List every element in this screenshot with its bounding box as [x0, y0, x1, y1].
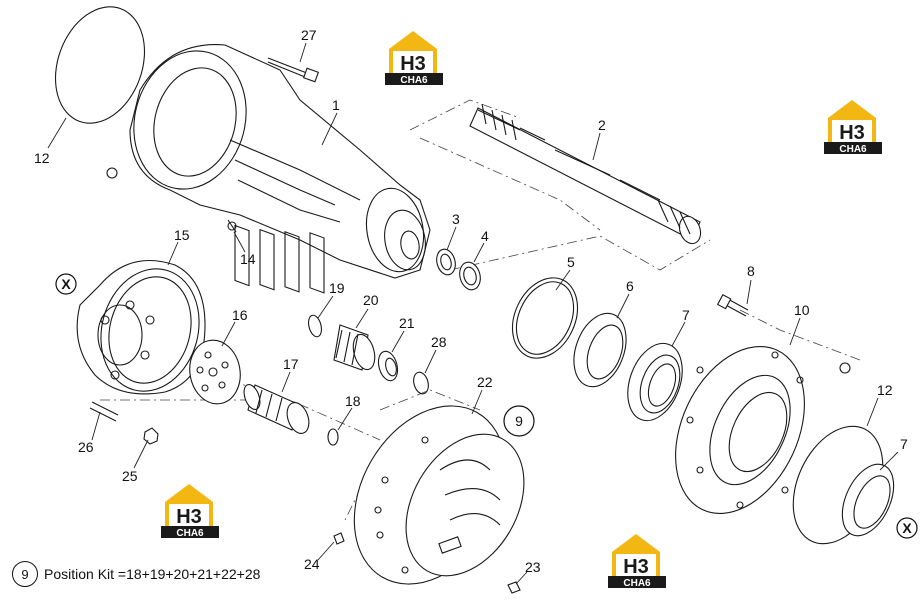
callout-28: 28: [431, 334, 447, 350]
part-3-washer: [436, 248, 456, 276]
watermark-logo: H3 CHA6: [161, 484, 219, 539]
watermark-logo-top-text: H3: [400, 53, 426, 75]
part-7-bearing-right: [841, 463, 895, 537]
part-6-seal: [573, 312, 627, 388]
part-18-washer: [327, 428, 339, 446]
watermark-logo-top-text: H3: [623, 556, 649, 578]
callout-25: 25: [122, 468, 138, 484]
callout-27: 27: [301, 27, 317, 43]
callout-6: 6: [626, 278, 634, 294]
part-1-axle-housing: [129, 43, 431, 294]
kit-description: Position Kit =18+19+20+21+22+28: [44, 566, 261, 582]
watermark-logo-top-text: H3: [839, 122, 865, 144]
callout-24: 24: [304, 556, 320, 572]
callout-10: 10: [794, 302, 810, 318]
callout-20: 20: [363, 292, 379, 308]
watermark-logo-bottom-text: CHA6: [400, 75, 428, 86]
callout-4: 4: [481, 228, 489, 244]
watermark-logo-bottom-text: CHA6: [623, 578, 651, 589]
part-27-bolt: [267, 57, 320, 83]
housing-fasteners: [106, 167, 237, 233]
callout-1: 1: [332, 97, 340, 113]
part-16-carrier-plate: [189, 339, 241, 405]
x-marker-right-text: X: [902, 520, 912, 536]
x-marker-right: X: [896, 517, 918, 539]
callout-labels: 1 2 3 4 5 6 7 7 8 10 12 12 14 15 16 17 1…: [34, 27, 908, 575]
x-marker-left: X: [55, 273, 77, 295]
part-2-drive-shaft: [469, 103, 702, 245]
callout-5: 5: [567, 254, 575, 270]
leader-lines: [47, 42, 899, 585]
callout-14: 14: [240, 251, 256, 267]
part-19-circlip: [307, 314, 323, 338]
part-8-stud: [716, 293, 749, 317]
part-23-screw: [507, 581, 521, 594]
callout-12-right: 12: [877, 382, 893, 398]
callout-7-right: 7: [900, 436, 908, 452]
callout-19: 19: [329, 280, 345, 296]
part-20-planet-gear: [333, 324, 376, 371]
watermark-logo-top-text: H3: [176, 506, 202, 528]
part-25-nut: [143, 427, 159, 445]
part-26-stud: [89, 401, 119, 422]
callout-7-middle: 7: [682, 307, 690, 323]
watermark-logo-bottom-text: CHA6: [839, 144, 867, 155]
callout-9-kit: 9: [503, 405, 535, 437]
part-12-o-ring-left: [54, 6, 146, 124]
part-4-nut: [459, 261, 481, 291]
kit-number-badge: 9: [12, 561, 38, 587]
callout-26: 26: [78, 439, 94, 455]
callout-2: 2: [598, 117, 606, 133]
callout-9-number: 9: [515, 413, 523, 429]
x-marker-left-text: X: [61, 276, 71, 292]
part-22-planet-carrier: [353, 405, 525, 585]
callout-18: 18: [345, 393, 361, 409]
part-28-circlip: [413, 371, 429, 395]
watermark-logo-bottom-text: CHA6: [176, 528, 204, 539]
watermark-logo: H3 CHA6: [824, 100, 882, 155]
part-21-needle-bearing: [377, 350, 399, 382]
callout-3: 3: [452, 211, 460, 227]
callout-8: 8: [747, 263, 755, 279]
part-17-sun-gear: [243, 384, 310, 434]
callout-21: 21: [399, 315, 415, 331]
callout-12-left: 12: [34, 150, 50, 166]
callout-23: 23: [525, 559, 541, 575]
callout-16: 16: [232, 307, 248, 323]
part-10-wheel-hub: [675, 346, 851, 514]
callout-17: 17: [283, 356, 299, 372]
callout-22: 22: [477, 374, 493, 390]
callout-15: 15: [174, 227, 190, 243]
watermark-logo: H3 CHA6: [608, 534, 666, 589]
position-kit-legend: 9 Position Kit =18+19+20+21+22+28: [12, 560, 260, 588]
part-7-bearing-middle: [627, 342, 683, 422]
watermark-logo: H3 CHA6: [385, 31, 443, 86]
part-24-screw: [333, 532, 345, 545]
part-15-ring-gear: [76, 259, 206, 395]
